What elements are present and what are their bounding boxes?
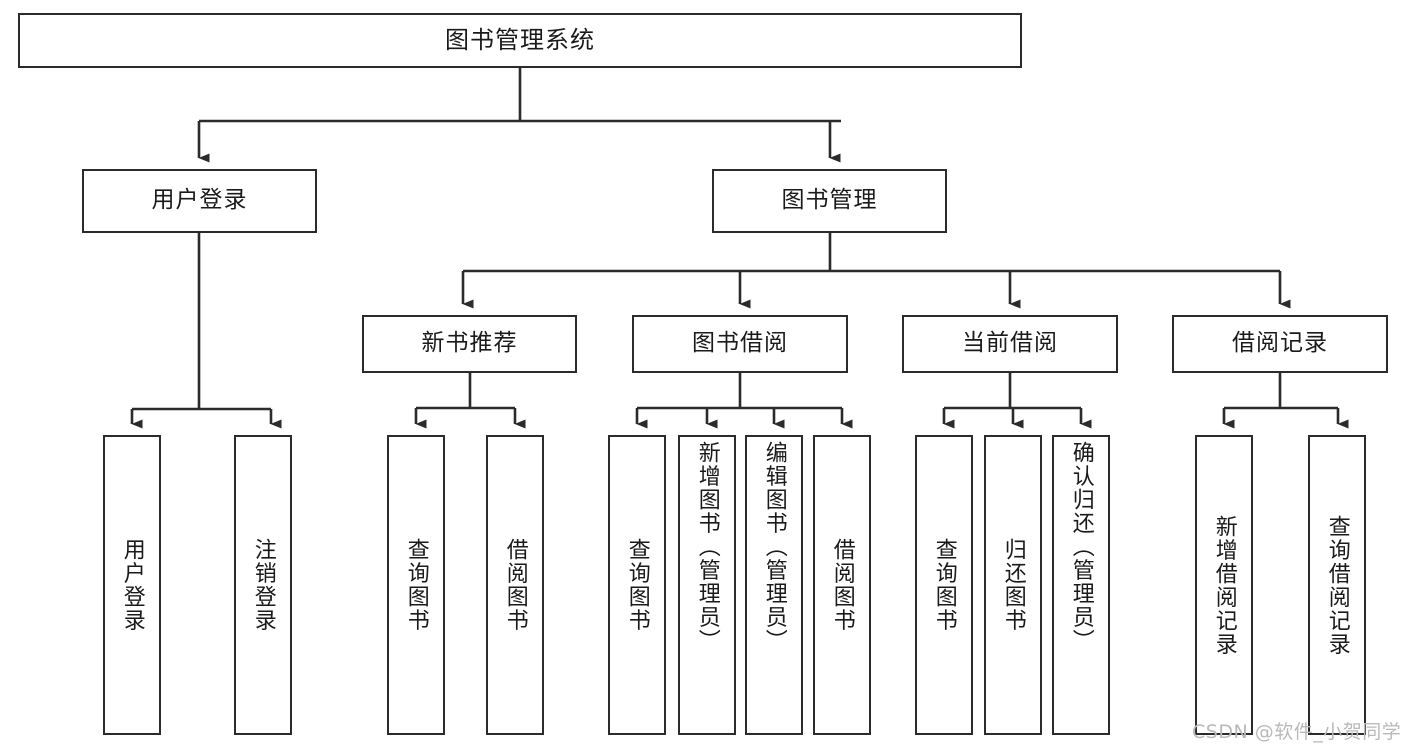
node-leaf-add-record-label: 新增借阅记录 xyxy=(1211,514,1237,656)
node-root-label: 图书管理系统 xyxy=(445,26,595,55)
node-current-borrow-label: 当前借阅 xyxy=(962,330,1058,357)
node-leaf-confirm-return[interactable]: 确认归还（管理员） xyxy=(1052,435,1110,735)
node-user-login-label: 用户登录 xyxy=(151,187,248,214)
node-leaf-user-login-label: 用户登录 xyxy=(119,538,145,632)
node-leaf-add-book-label: 新增图书（管理员） xyxy=(694,441,720,653)
node-leaf-borrow-book-1-label: 借阅图书 xyxy=(502,538,528,632)
node-leaf-logout-label: 注销登录 xyxy=(250,538,276,632)
node-book-borrow-label: 图书借阅 xyxy=(692,330,788,357)
node-leaf-query-book-1[interactable]: 查询图书 xyxy=(387,435,445,735)
node-leaf-borrow-book-1[interactable]: 借阅图书 xyxy=(486,435,544,735)
node-root[interactable]: 图书管理系统 xyxy=(18,13,1022,68)
node-book-borrow[interactable]: 图书借阅 xyxy=(632,315,848,373)
node-leaf-query-book-1-label: 查询图书 xyxy=(403,538,429,632)
node-leaf-query-book-2[interactable]: 查询图书 xyxy=(608,435,666,735)
node-leaf-query-book-3-label: 查询图书 xyxy=(931,538,957,632)
node-leaf-add-record[interactable]: 新增借阅记录 xyxy=(1195,435,1253,735)
node-leaf-edit-book[interactable]: 编辑图书（管理员） xyxy=(745,435,803,735)
node-borrow-record[interactable]: 借阅记录 xyxy=(1172,315,1388,373)
node-borrow-record-label: 借阅记录 xyxy=(1232,330,1328,357)
node-leaf-query-record[interactable]: 查询借阅记录 xyxy=(1308,435,1366,735)
node-leaf-logout[interactable]: 注销登录 xyxy=(234,435,292,735)
node-leaf-edit-book-label: 编辑图书（管理员） xyxy=(761,441,787,653)
node-leaf-confirm-return-label: 确认归还（管理员） xyxy=(1068,441,1094,653)
node-leaf-query-book-2-label: 查询图书 xyxy=(624,538,650,632)
node-leaf-query-book-3[interactable]: 查询图书 xyxy=(915,435,973,735)
node-leaf-borrow-book-2-label: 借阅图书 xyxy=(829,538,855,632)
node-leaf-borrow-book-2[interactable]: 借阅图书 xyxy=(813,435,871,735)
node-leaf-query-record-label: 查询借阅记录 xyxy=(1324,514,1350,656)
node-current-borrow[interactable]: 当前借阅 xyxy=(902,315,1118,373)
node-leaf-user-login[interactable]: 用户登录 xyxy=(103,435,161,735)
csdn-watermark-text: CSDN @软件_小贺同学 xyxy=(1192,721,1402,743)
node-leaf-add-book[interactable]: 新增图书（管理员） xyxy=(678,435,736,735)
node-book-manage-label: 图书管理 xyxy=(781,187,878,214)
node-new-book-rec-label: 新书推荐 xyxy=(421,330,518,357)
node-new-book-rec[interactable]: 新书推荐 xyxy=(362,315,577,373)
node-book-manage[interactable]: 图书管理 xyxy=(712,169,947,233)
node-user-login[interactable]: 用户登录 xyxy=(82,169,317,233)
node-leaf-return-book[interactable]: 归还图书 xyxy=(984,435,1042,735)
csdn-watermark: CSDN @软件_小贺同学 xyxy=(1192,717,1401,744)
node-leaf-return-book-label: 归还图书 xyxy=(1000,538,1026,632)
